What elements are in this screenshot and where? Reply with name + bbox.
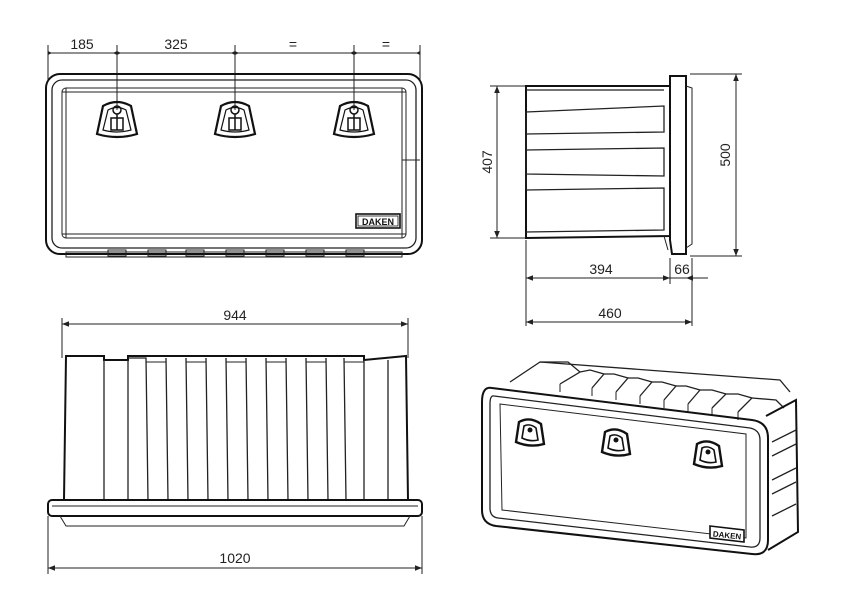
dim-1020: 1020 <box>47 516 423 574</box>
front-brand-plate: DAKEN <box>355 213 401 229</box>
side-view: 407 500 <box>479 73 742 326</box>
iso-lock-right <box>692 440 724 469</box>
dim-407-label: 407 <box>479 150 495 174</box>
dim-325-label: 325 <box>164 36 188 52</box>
dim-944-label: 944 <box>223 307 247 323</box>
side-box-body <box>525 75 693 255</box>
front-lock-center <box>213 100 257 139</box>
front-box-body <box>45 73 423 258</box>
front-lock-left <box>95 100 139 139</box>
dim-185-label: 185 <box>70 36 94 52</box>
dim-equal-label-1: = <box>289 36 297 52</box>
dim-460: 460 <box>526 305 692 325</box>
front-top-dimension: 185 325 = = <box>47 36 421 110</box>
dim-394-66: 394 66 <box>525 240 708 326</box>
iso-front-door <box>481 386 769 556</box>
iso-side <box>765 398 800 551</box>
top-view: 944 <box>47 307 423 574</box>
dim-equal-label-2: = <box>382 36 390 52</box>
front-view: 185 325 = = <box>45 36 423 258</box>
front-brand-text: DAKEN <box>362 217 394 227</box>
isometric-view: DAKEN <box>481 361 800 556</box>
dim-1020-label: 1020 <box>219 550 250 566</box>
iso-lock-center <box>600 428 632 457</box>
dim-944: 944 <box>61 307 409 358</box>
dim-460-label: 460 <box>598 305 622 321</box>
top-box-body <box>47 354 423 527</box>
iso-top-ribs <box>509 361 791 420</box>
iso-brand-plate: DAKEN <box>709 525 745 543</box>
dim-394-label: 394 <box>589 261 613 277</box>
iso-brand-text: DAKEN <box>712 530 741 542</box>
dim-66-label: 66 <box>674 261 690 277</box>
dim-407: 407 <box>479 85 530 239</box>
dim-500: 500 <box>690 73 742 257</box>
iso-lock-left <box>514 418 546 447</box>
front-lock-right <box>332 100 376 139</box>
dim-500-label: 500 <box>717 143 733 167</box>
